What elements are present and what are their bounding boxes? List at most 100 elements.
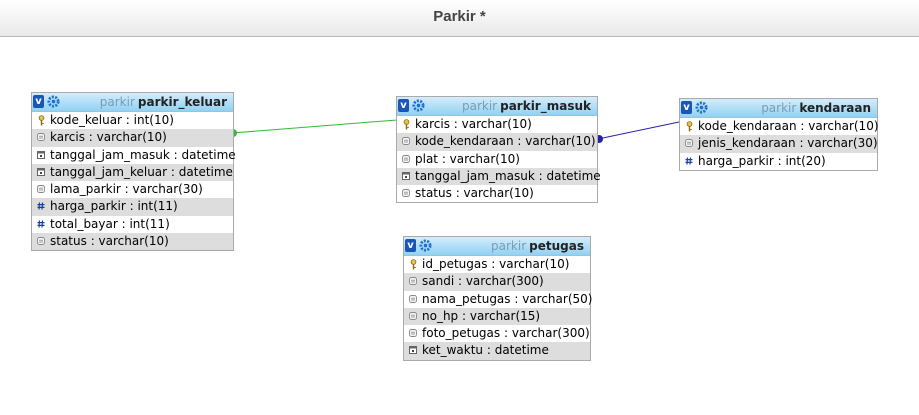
column-label: karcis : varchar(10) — [415, 117, 532, 131]
column-row[interactable]: status : varchar(10) — [397, 185, 597, 202]
column-row[interactable]: no_hp : varchar(15) — [404, 307, 590, 326]
column-label: ket_waktu : datetime — [422, 343, 549, 358]
column-row[interactable]: lama_parkir : varchar(30) — [32, 181, 233, 198]
toggle-columns-button[interactable]: v — [33, 95, 44, 108]
column-row[interactable]: tanggal_jam_keluar : datetime — [32, 163, 233, 182]
column-label: harga_parkir : int(20) — [698, 153, 826, 168]
toggle-columns-button[interactable]: v — [681, 101, 692, 114]
column-row[interactable]: total_bayar : int(11) — [32, 216, 233, 233]
column-row[interactable]: foto_petugas : varchar(300) — [404, 325, 590, 342]
column-label: id_petugas : varchar(10) — [422, 257, 570, 271]
relation-line-karcis[interactable] — [231, 119, 398, 134]
column-row[interactable]: status : varchar(10) — [32, 233, 233, 251]
column-icon — [402, 154, 410, 163]
table-name: petugas — [529, 239, 584, 253]
column-list: karcis : varchar(10) kode_kendaraan : var… — [397, 116, 601, 202]
database-name: parkir — [461, 99, 498, 113]
column-row[interactable]: harga_parkir : int(20) — [680, 153, 877, 170]
column-row[interactable]: tanggal_jam_masuk : datetime — [32, 147, 236, 164]
column-label: kode_keluar : int(10) — [50, 113, 174, 127]
column-icon — [37, 237, 45, 246]
column-row[interactable]: sandi : varchar(300) — [404, 273, 590, 291]
datetime-icon — [37, 150, 45, 159]
column-icon — [402, 189, 410, 198]
column-row[interactable]: id_petugas : varchar(10) — [404, 256, 590, 273]
column-list: kode_keluar : int(10) karcis : varchar(10… — [32, 112, 236, 251]
database-name: parkir — [491, 239, 527, 253]
column-label: total_bayar : int(11) — [50, 216, 170, 231]
column-label: tanggal_jam_masuk : datetime — [415, 168, 601, 183]
designer-title-bar: Parkir * — [0, 0, 919, 37]
column-icon — [402, 137, 410, 146]
column-label: karcis : varchar(10) — [50, 130, 167, 145]
table-name: kendaraan — [799, 101, 871, 115]
column-label: jenis_kendaraan : varchar(30) — [698, 136, 878, 151]
page-title: Parkir * — [433, 8, 486, 25]
column-row[interactable]: tanggal_jam_masuk : datetime — [397, 167, 601, 186]
database-name: parkir — [99, 95, 135, 109]
column-icon — [409, 311, 417, 320]
key-icon — [38, 115, 45, 126]
column-label: foto_petugas : varchar(300) — [422, 326, 590, 341]
column-label: kode_kendaraan : varchar(10) — [415, 134, 596, 149]
column-row[interactable]: plat : varchar(10) — [397, 151, 597, 168]
datetime-icon — [37, 167, 45, 176]
column-row[interactable]: karcis : varchar(10) — [32, 129, 233, 147]
column-row[interactable]: kode_kendaraan : varchar(10) — [397, 133, 597, 151]
toggle-columns-button[interactable]: v — [405, 239, 416, 252]
column-label: tanggal_jam_masuk : datetime — [50, 147, 236, 162]
numeric-icon — [37, 202, 45, 211]
key-icon — [686, 121, 693, 132]
column-label: no_hp : varchar(15) — [422, 308, 541, 323]
column-icon — [409, 277, 417, 286]
column-label: tanggal_jam_keluar : datetime — [50, 164, 233, 179]
gear-icon[interactable] — [695, 101, 708, 114]
column-label: status : varchar(10) — [415, 186, 534, 201]
column-row[interactable]: karcis : varchar(10) — [397, 116, 597, 133]
gear-icon[interactable] — [412, 99, 425, 112]
column-list: id_petugas : varchar(10) sandi : varchar(… — [404, 256, 593, 360]
numeric-icon — [37, 220, 45, 228]
table-name: parkir_masuk — [500, 99, 591, 113]
column-label: kode_kendaraan : varchar(10) — [698, 119, 879, 133]
column-icon — [409, 294, 417, 303]
column-label: nama_petugas : varchar(50) — [422, 291, 593, 306]
datetime-icon — [402, 171, 410, 180]
column-label: status : varchar(10) — [50, 234, 169, 249]
column-row[interactable]: ket_waktu : datetime — [404, 342, 590, 360]
column-icon — [409, 329, 417, 338]
column-row[interactable]: kode_keluar : int(10) — [32, 112, 233, 129]
column-row[interactable]: jenis_kendaraan : varchar(30) — [680, 135, 878, 153]
column-label: harga_parkir : int(11) — [50, 199, 178, 214]
column-label: plat : varchar(10) — [415, 151, 520, 166]
database-name: parkir — [761, 101, 797, 115]
gear-icon[interactable] — [419, 239, 432, 252]
column-icon — [37, 133, 45, 142]
relation-line-kode-kendaraan[interactable] — [597, 121, 680, 140]
toggle-columns-button[interactable]: v — [398, 99, 409, 112]
datetime-icon — [409, 346, 417, 355]
column-row[interactable]: nama_petugas : varchar(50) — [404, 291, 593, 308]
column-row[interactable]: harga_parkir : int(11) — [32, 198, 233, 216]
gear-icon[interactable] — [47, 95, 60, 108]
column-icon — [685, 139, 693, 148]
numeric-icon — [685, 157, 693, 165]
column-label: sandi : varchar(300) — [422, 274, 544, 289]
column-icon — [37, 185, 45, 194]
column-label: lama_parkir : varchar(30) — [50, 182, 203, 197]
key-icon — [410, 259, 417, 270]
table-name: parkir_keluar — [137, 95, 227, 109]
column-row[interactable]: kode_kendaraan : varchar(10) — [680, 118, 879, 135]
